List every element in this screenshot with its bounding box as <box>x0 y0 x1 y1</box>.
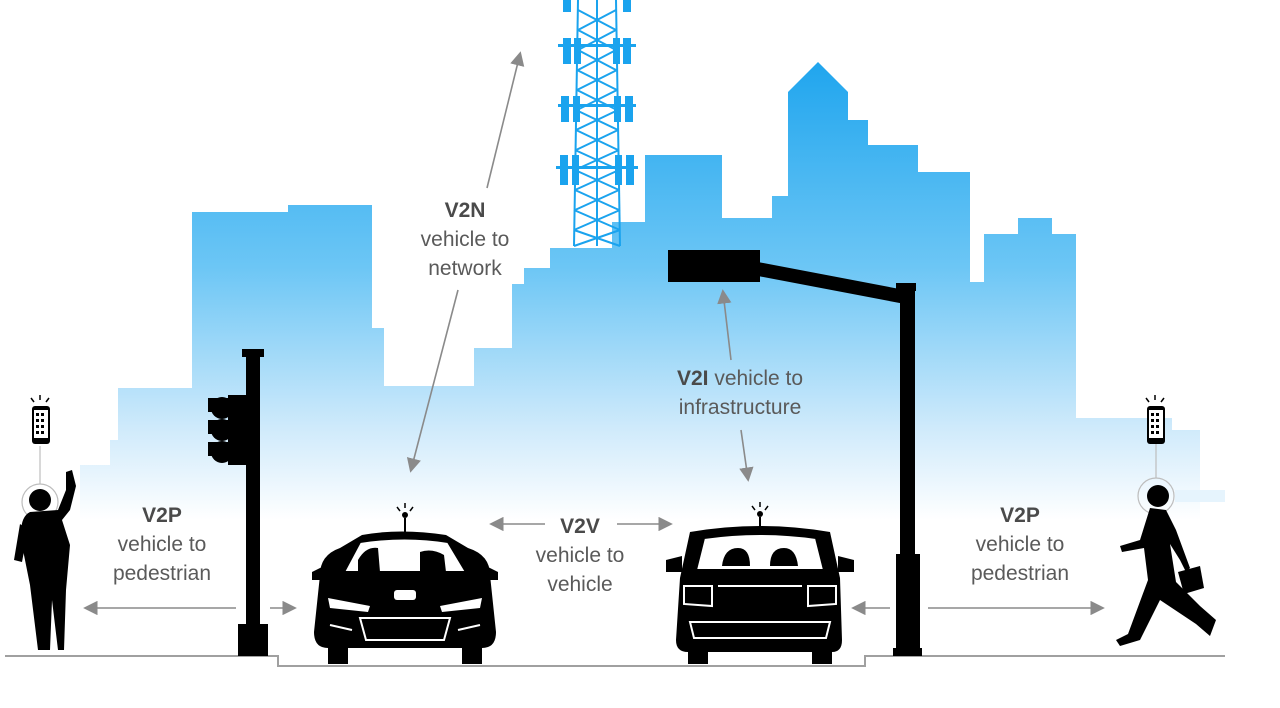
v2p-right-line1: vehicle to <box>975 533 1065 556</box>
skyline-gap <box>1175 490 1225 502</box>
pedestrian-walking-icon <box>1116 444 1216 646</box>
v2p-right-code: V2P <box>1000 504 1040 527</box>
v2p-left-label: V2P vehicle to pedestrian <box>92 501 232 588</box>
v2i-first-line: V2I vehicle to <box>655 364 825 393</box>
v2v-label: V2V vehicle to vehicle <box>515 512 645 599</box>
v2v-line1: vehicle to <box>535 544 625 567</box>
city-skyline <box>80 62 1200 520</box>
v2n-arrow-up <box>486 51 525 189</box>
v2i-label: V2I vehicle to infrastructure <box>655 364 825 422</box>
v2i-line1: vehicle to <box>714 367 804 390</box>
car-front-icon <box>312 503 498 664</box>
smartphone-icon <box>1145 395 1165 444</box>
smartphone-icon <box>30 395 50 444</box>
cell-tower-icon <box>556 0 638 247</box>
v2v-code: V2V <box>560 515 600 538</box>
v2n-label: V2N vehicle to network <box>400 196 530 283</box>
v2n-line2: network <box>428 257 502 280</box>
v2p-left-line2: pedestrian <box>112 562 212 585</box>
v2n-code: V2N <box>444 199 486 222</box>
v2p-left-line1: vehicle to <box>117 533 207 556</box>
traffic-light-icon <box>208 349 268 656</box>
ground-line <box>5 655 1225 667</box>
v2i-line2: infrastructure <box>678 396 802 419</box>
pedestrian-waving-icon <box>14 446 76 650</box>
v2i-arrow-down <box>739 429 754 482</box>
v2i-code: V2I <box>676 367 709 390</box>
v2v-line2: vehicle <box>547 573 613 596</box>
street-light-icon <box>668 250 922 656</box>
v2p-left-code: V2P <box>142 504 182 527</box>
v2p-right-line2: pedestrian <box>970 562 1070 585</box>
v2n-line1: vehicle to <box>420 228 510 251</box>
v2i-arrow-up <box>717 289 732 361</box>
v2p-right-label: V2P vehicle to pedestrian <box>950 501 1090 588</box>
v2n-arrow-down <box>406 289 459 473</box>
suv-rear-icon <box>666 502 854 664</box>
